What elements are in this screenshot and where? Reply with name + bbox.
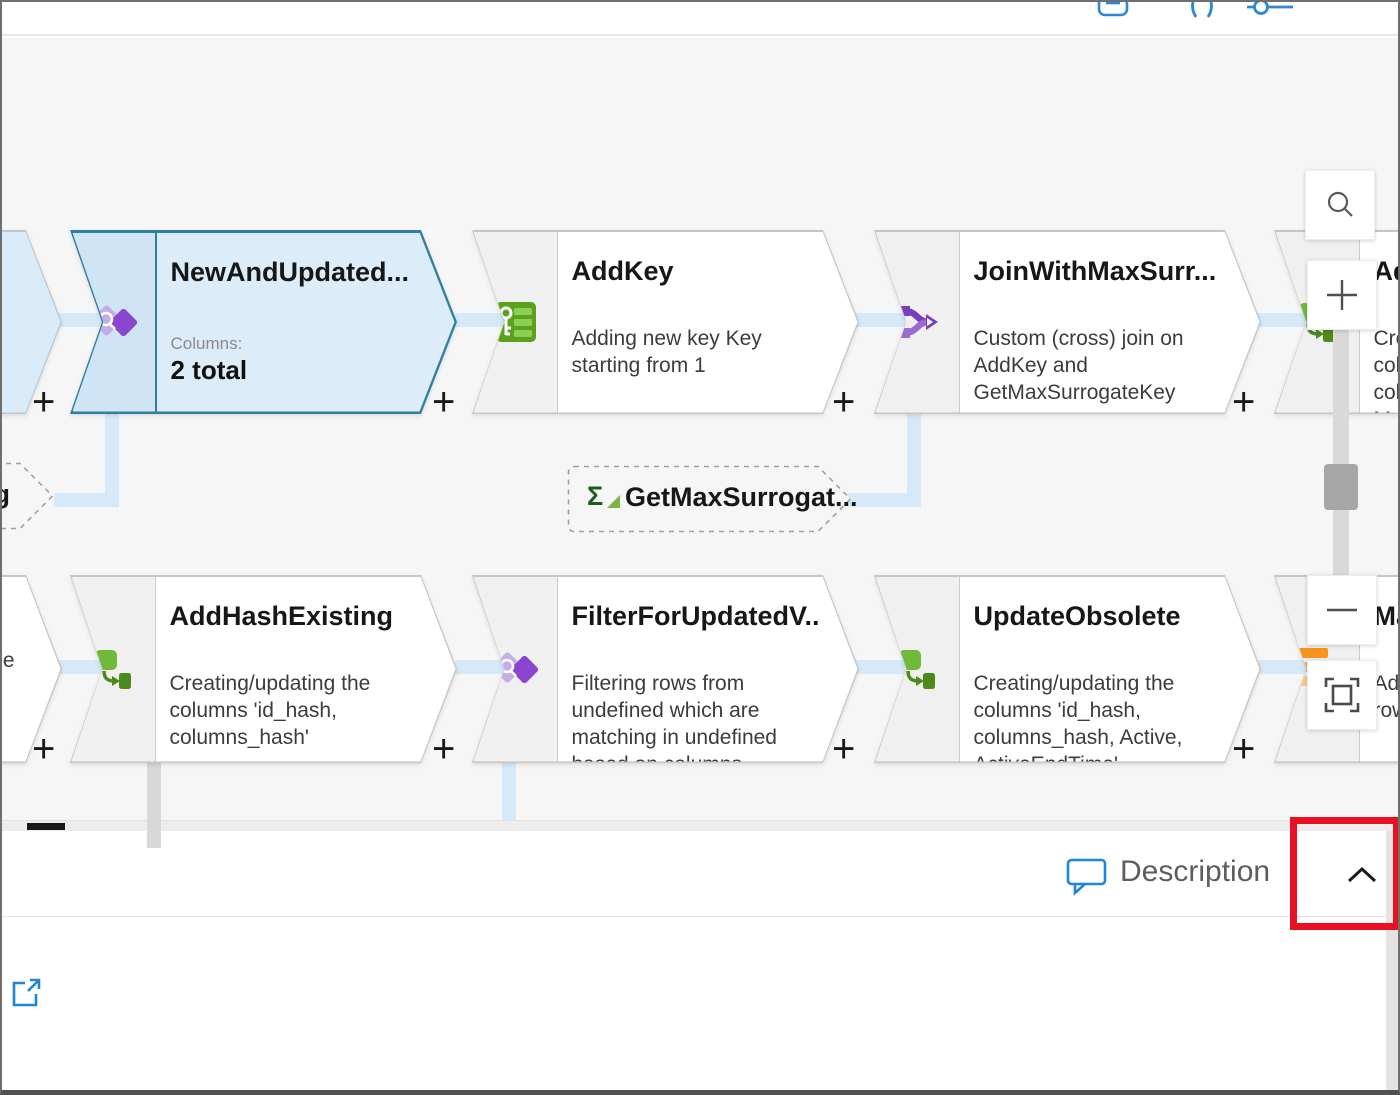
node-addhashexisting[interactable]: AddHashExisting Creating/updating the co… — [70, 575, 457, 763]
connector — [855, 313, 905, 327]
comment-bubble-icon — [1066, 858, 1107, 896]
node-description: Ad row — [1373, 671, 1398, 722]
zoom-in-button[interactable] — [1307, 260, 1377, 330]
derived-column-icon — [92, 647, 136, 691]
node-title: JoinWithMaxSurr... — [973, 255, 1217, 286]
code-braces-icon[interactable] — [1182, 2, 1222, 25]
connector — [57, 660, 105, 674]
description-panel-body — [2, 917, 1398, 1090]
connector-elbow — [848, 493, 921, 507]
highlight-red-box — [1290, 817, 1398, 930]
exists-transform-icon — [93, 301, 139, 343]
fit-to-screen-button[interactable] — [1307, 660, 1377, 730]
connector — [455, 660, 505, 674]
connector-elbow — [54, 493, 119, 507]
node-title: UpdateObsolete — [973, 600, 1181, 631]
zoom-slider-track[interactable] — [1333, 330, 1349, 575]
toolbar — [2, 2, 1398, 36]
node-filterforupdated[interactable]: FilterForUpdatedV... Filtering rows from… — [472, 575, 859, 763]
node-description: Creating/updating the columns 'id_hash, … — [169, 671, 371, 749]
aggregate-triangle-icon — [607, 495, 620, 508]
node-updateobsolete[interactable]: UpdateObsolete Creating/updating the col… — [874, 575, 1261, 763]
add-transform-button[interactable]: + — [432, 380, 456, 424]
aggregate-sigma-icon: Σ — [587, 481, 604, 511]
add-transform-button[interactable]: + — [832, 380, 856, 424]
connector — [1255, 660, 1305, 674]
node-title: NewAndUpdated... — [170, 256, 410, 287]
node-partial-left-top[interactable] — [2, 230, 62, 414]
node-meta-value: 2 total — [170, 354, 248, 385]
description-label: Description — [1120, 855, 1271, 888]
description-bar: Description — [2, 831, 1398, 917]
clone-icon[interactable] — [1094, 2, 1134, 25]
collapse-panel-button[interactable] — [1332, 849, 1392, 901]
connector — [455, 313, 505, 327]
node-text-fragment: e — [2, 648, 15, 672]
settings-slider-icon[interactable] — [1244, 2, 1296, 25]
add-transform-button[interactable]: + — [1232, 727, 1256, 771]
add-transform-button[interactable]: + — [432, 727, 456, 771]
derived-column-icon — [896, 647, 940, 691]
node-description: Creating/updating the columns 'id_hash, … — [973, 671, 1183, 776]
add-transform-button[interactable]: + — [32, 727, 56, 771]
node-title: FilterForUpdatedV... — [571, 600, 820, 631]
node-joinwithmaxsurr[interactable]: JoinWithMaxSurr... Custom (cross) join o… — [874, 230, 1261, 414]
connector-stub — [147, 762, 161, 820]
surrogate-key-icon — [494, 300, 538, 344]
horizontal-scrollbar-thumb[interactable] — [27, 823, 65, 830]
open-in-new-icon[interactable] — [10, 977, 42, 1009]
search-button[interactable] — [1305, 170, 1375, 240]
connector — [855, 660, 905, 674]
connector — [57, 313, 105, 327]
connector-elbow — [907, 414, 921, 507]
node-newandupdated[interactable]: NewAndUpdated... Columns: 2 total — [70, 230, 457, 414]
connector-stub — [147, 820, 161, 848]
node-description: Adding new key Key starting from 1 — [571, 326, 762, 377]
node-title: AddHashExisting — [169, 600, 394, 631]
dataflow-canvas[interactable]: + e + NewAndUpdated... — [2, 38, 1398, 820]
node-description: Custom (cross) join on AddKey and GetMax… — [973, 326, 1184, 404]
minus-icon — [1327, 608, 1357, 612]
add-transform-button[interactable]: + — [832, 727, 856, 771]
reference-node-label: GetMaxSurrogat... — [625, 482, 858, 512]
node-addkey[interactable]: AddKey Adding new key Key starting from … — [472, 230, 859, 414]
join-transform-icon — [896, 302, 940, 342]
connector-elbow — [105, 414, 119, 507]
node-title: Ad — [1373, 255, 1393, 286]
add-transform-button[interactable]: + — [1232, 380, 1256, 424]
horizontal-scrollbar[interactable] — [2, 820, 1398, 831]
plus-icon — [1327, 280, 1357, 310]
zoom-slider-thumb[interactable] — [1324, 464, 1358, 510]
exists-transform-icon — [494, 648, 540, 690]
node-description: Filtering rows from undefined which are … — [571, 671, 777, 776]
add-transform-button[interactable]: + — [32, 380, 56, 424]
node-title: AddKey — [571, 255, 674, 286]
connector-stub — [502, 762, 516, 820]
reference-node-partial[interactable]: ng — [2, 462, 54, 530]
reference-node-label: ng — [2, 479, 10, 510]
reference-node-getmaxsurrogate[interactable]: Σ GetMaxSurrogat... — [567, 465, 858, 533]
search-icon — [1327, 191, 1353, 217]
connector — [1255, 313, 1305, 327]
node-meta-label: Columns: — [170, 333, 243, 353]
node-partial-left-bottom[interactable]: e — [2, 575, 62, 763]
zoom-out-button[interactable] — [1307, 575, 1377, 645]
node-description: Cre col col M — [1373, 326, 1398, 431]
fit-to-screen-icon — [1324, 677, 1360, 713]
chevron-up-icon — [1347, 866, 1377, 883]
node-title: Ma — [1373, 600, 1396, 631]
